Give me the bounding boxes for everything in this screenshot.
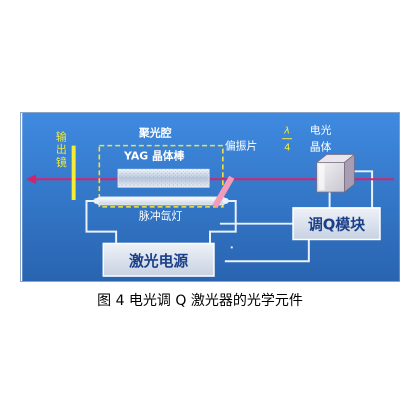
pump-cavity-label: 聚光腔 (138, 126, 172, 140)
xenon-flashlamp (95, 196, 227, 206)
figure-caption: 图 4 电光调 Q 激光器的光学元件 (97, 293, 303, 309)
flashlamp-label: 脉冲氙灯 (139, 209, 183, 223)
yag-rod-label: YAG 晶体棒 (123, 148, 185, 162)
beam-arrow-left (26, 174, 37, 185)
eo-crystal-cube (315, 153, 356, 193)
pump-cavity (98, 144, 224, 208)
eo-crystal-label-line1: 电光 (310, 123, 332, 137)
polarizer (212, 175, 235, 208)
laser-diagram: 输出镜 聚光腔 YAG 晶体棒 脉冲氙灯 偏振片 λ 4 电光 晶体 调Q模块 … (20, 112, 400, 282)
q-switch-module-box (292, 207, 381, 241)
quarter-wave-denominator: 4 (284, 143, 290, 154)
output-mirror-label: 输出镜 (54, 129, 67, 169)
polarizer-label: 偏振片 (225, 139, 258, 153)
output-mirror (71, 145, 76, 200)
q-switch-module-label: 调Q模块 (308, 216, 365, 234)
laser-power-supply-box (102, 242, 215, 277)
wiring (85, 170, 374, 263)
quarter-wave-numerator: λ (283, 126, 290, 137)
eo-crystal-label-line2: 晶体 (310, 140, 332, 154)
laser-power-supply-label: 激光电源 (129, 252, 188, 270)
